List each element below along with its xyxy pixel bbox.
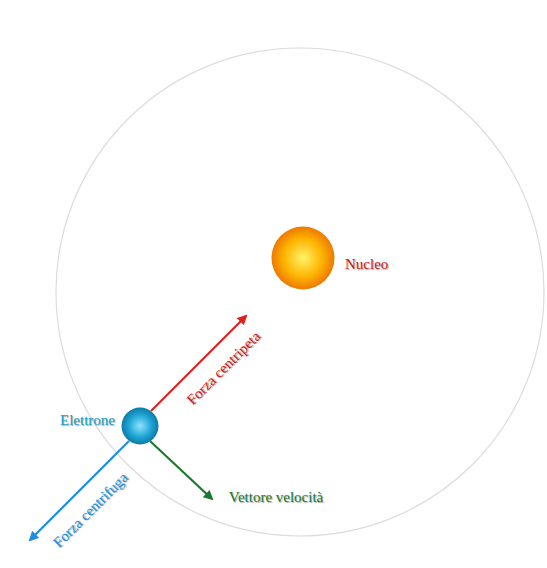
orbit-circle xyxy=(56,48,544,536)
node-label: Elettrone xyxy=(60,411,115,429)
electron-node: Elettrone xyxy=(60,407,159,445)
particle-circle xyxy=(272,227,335,290)
velocity-arrow xyxy=(150,441,212,499)
particle-shape xyxy=(121,407,159,445)
force-label: Forza centripeta xyxy=(183,327,264,408)
nucleus-node: Nucleo xyxy=(271,226,388,290)
vector-label: Vettore velocità xyxy=(229,488,324,506)
force-label: Forza centrifuga xyxy=(49,469,132,552)
node-label: Nucleo xyxy=(345,255,388,273)
particle-circle xyxy=(122,408,159,445)
particle-shape xyxy=(271,226,335,290)
